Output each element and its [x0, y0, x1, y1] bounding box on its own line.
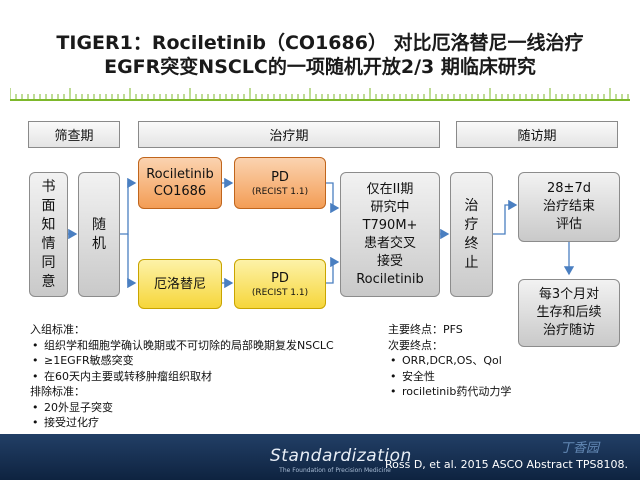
node-informed-consent: 书面知情同意: [29, 172, 68, 297]
node-text-line: 机: [92, 235, 106, 252]
node-text-line: 研究中: [370, 199, 410, 215]
node-text-line: 生存和后续: [536, 305, 602, 320]
node-randomization: 随机: [78, 172, 120, 297]
endpoint-item: 安全性: [388, 369, 628, 385]
node-rociletinib-arm: Rociletinib CO1686: [138, 157, 222, 209]
node-text-line: 评估: [555, 217, 582, 232]
phase-treatment: 治疗期: [138, 121, 440, 148]
phase-screening: 筛查期: [28, 121, 120, 148]
inclusion-item: 组织学和细胞学确认晚期或不可切除的局部晚期复发NSCLC: [30, 338, 380, 354]
node-text-line: 仅在II期: [366, 181, 414, 197]
endpoints-block: 主要终点：PFS 次要终点： ORR,DCR,OS、Qol 安全性 rocile…: [388, 322, 628, 400]
node-pd-bottom: PD (RECIST 1.1): [234, 259, 326, 309]
node-text-line: 终: [464, 235, 479, 252]
node-text-line: T790M+: [362, 217, 418, 233]
title-line-1: TIGER1：Rociletinib（CO1686） 对比厄洛替尼一线治疗: [56, 32, 584, 54]
citation: Ross D, et al. 2015 ASCO Abstract TPS810…: [385, 458, 628, 471]
inclusion-item: ≥1EGFR敏感突变: [30, 353, 380, 369]
node-treatment-stop: 治疗终止: [450, 172, 493, 297]
node-followup-visit: 每3个月对生存和后续治疗随访: [518, 279, 620, 347]
node-text-line: 治疗随访: [542, 323, 595, 338]
node-end-of-treatment-eval: 28±7d 治疗结束评估: [518, 172, 620, 242]
node-text-line: 同: [41, 254, 56, 271]
node-text-line: 接受: [376, 253, 403, 269]
decorative-ruler: [10, 88, 630, 101]
node-text-line: 治: [464, 197, 479, 214]
node-text-line: 知: [41, 216, 56, 233]
node-crossover: 仅在II期研究中 T790M+ 患者交叉接受 Rociletinib: [340, 172, 440, 297]
node-text-line: 止: [464, 254, 479, 271]
node-text-line: 情: [41, 235, 56, 252]
standardization-logo: Standardization The Foundation of Precis…: [270, 446, 412, 474]
phase-followup: 随访期: [456, 121, 618, 148]
primary-endpoint: 主要终点：PFS: [388, 323, 463, 336]
title-line-2: EGFR突变NSCLC的一项随机开放2/3 期临床研究: [104, 56, 536, 78]
node-pd-top: PD (RECIST 1.1): [234, 157, 326, 209]
criteria-block: 入组标准： 组织学和细胞学确认晚期或不可切除的局部晚期复发NSCLC ≥1EGF…: [30, 322, 380, 431]
node-erlotinib-arm: 厄洛替尼: [138, 259, 222, 309]
endpoint-item: rociletinib药代动力学: [388, 384, 628, 400]
exclusion-item: 20外显子突变: [30, 400, 380, 416]
inclusion-item: 在60天内主要或转移肿瘤组织取材: [30, 369, 380, 385]
node-text-line: 书: [41, 178, 56, 195]
dxy-watermark: 丁香园: [560, 441, 600, 456]
node-text-line: 治疗结束: [542, 199, 595, 214]
node-text-line: 随: [92, 216, 106, 233]
node-text-line: 疗: [464, 216, 479, 233]
node-text-line: 患者交叉: [363, 235, 416, 251]
node-text-line: Rociletinib: [356, 271, 424, 287]
exclusion-item: 接受过化疗: [30, 415, 380, 431]
node-text-line: 面: [41, 197, 56, 214]
footer-bar: [0, 434, 640, 480]
exclusion-heading: 排除标准：: [30, 385, 85, 398]
node-text-line: 意: [41, 273, 56, 290]
node-text-line: 28±7d: [547, 181, 591, 196]
node-text-line: 每3个月对: [538, 287, 600, 302]
secondary-heading: 次要终点：: [388, 338, 443, 352]
inclusion-heading: 入组标准：: [30, 323, 85, 336]
endpoint-item: ORR,DCR,OS、Qol: [388, 353, 628, 369]
